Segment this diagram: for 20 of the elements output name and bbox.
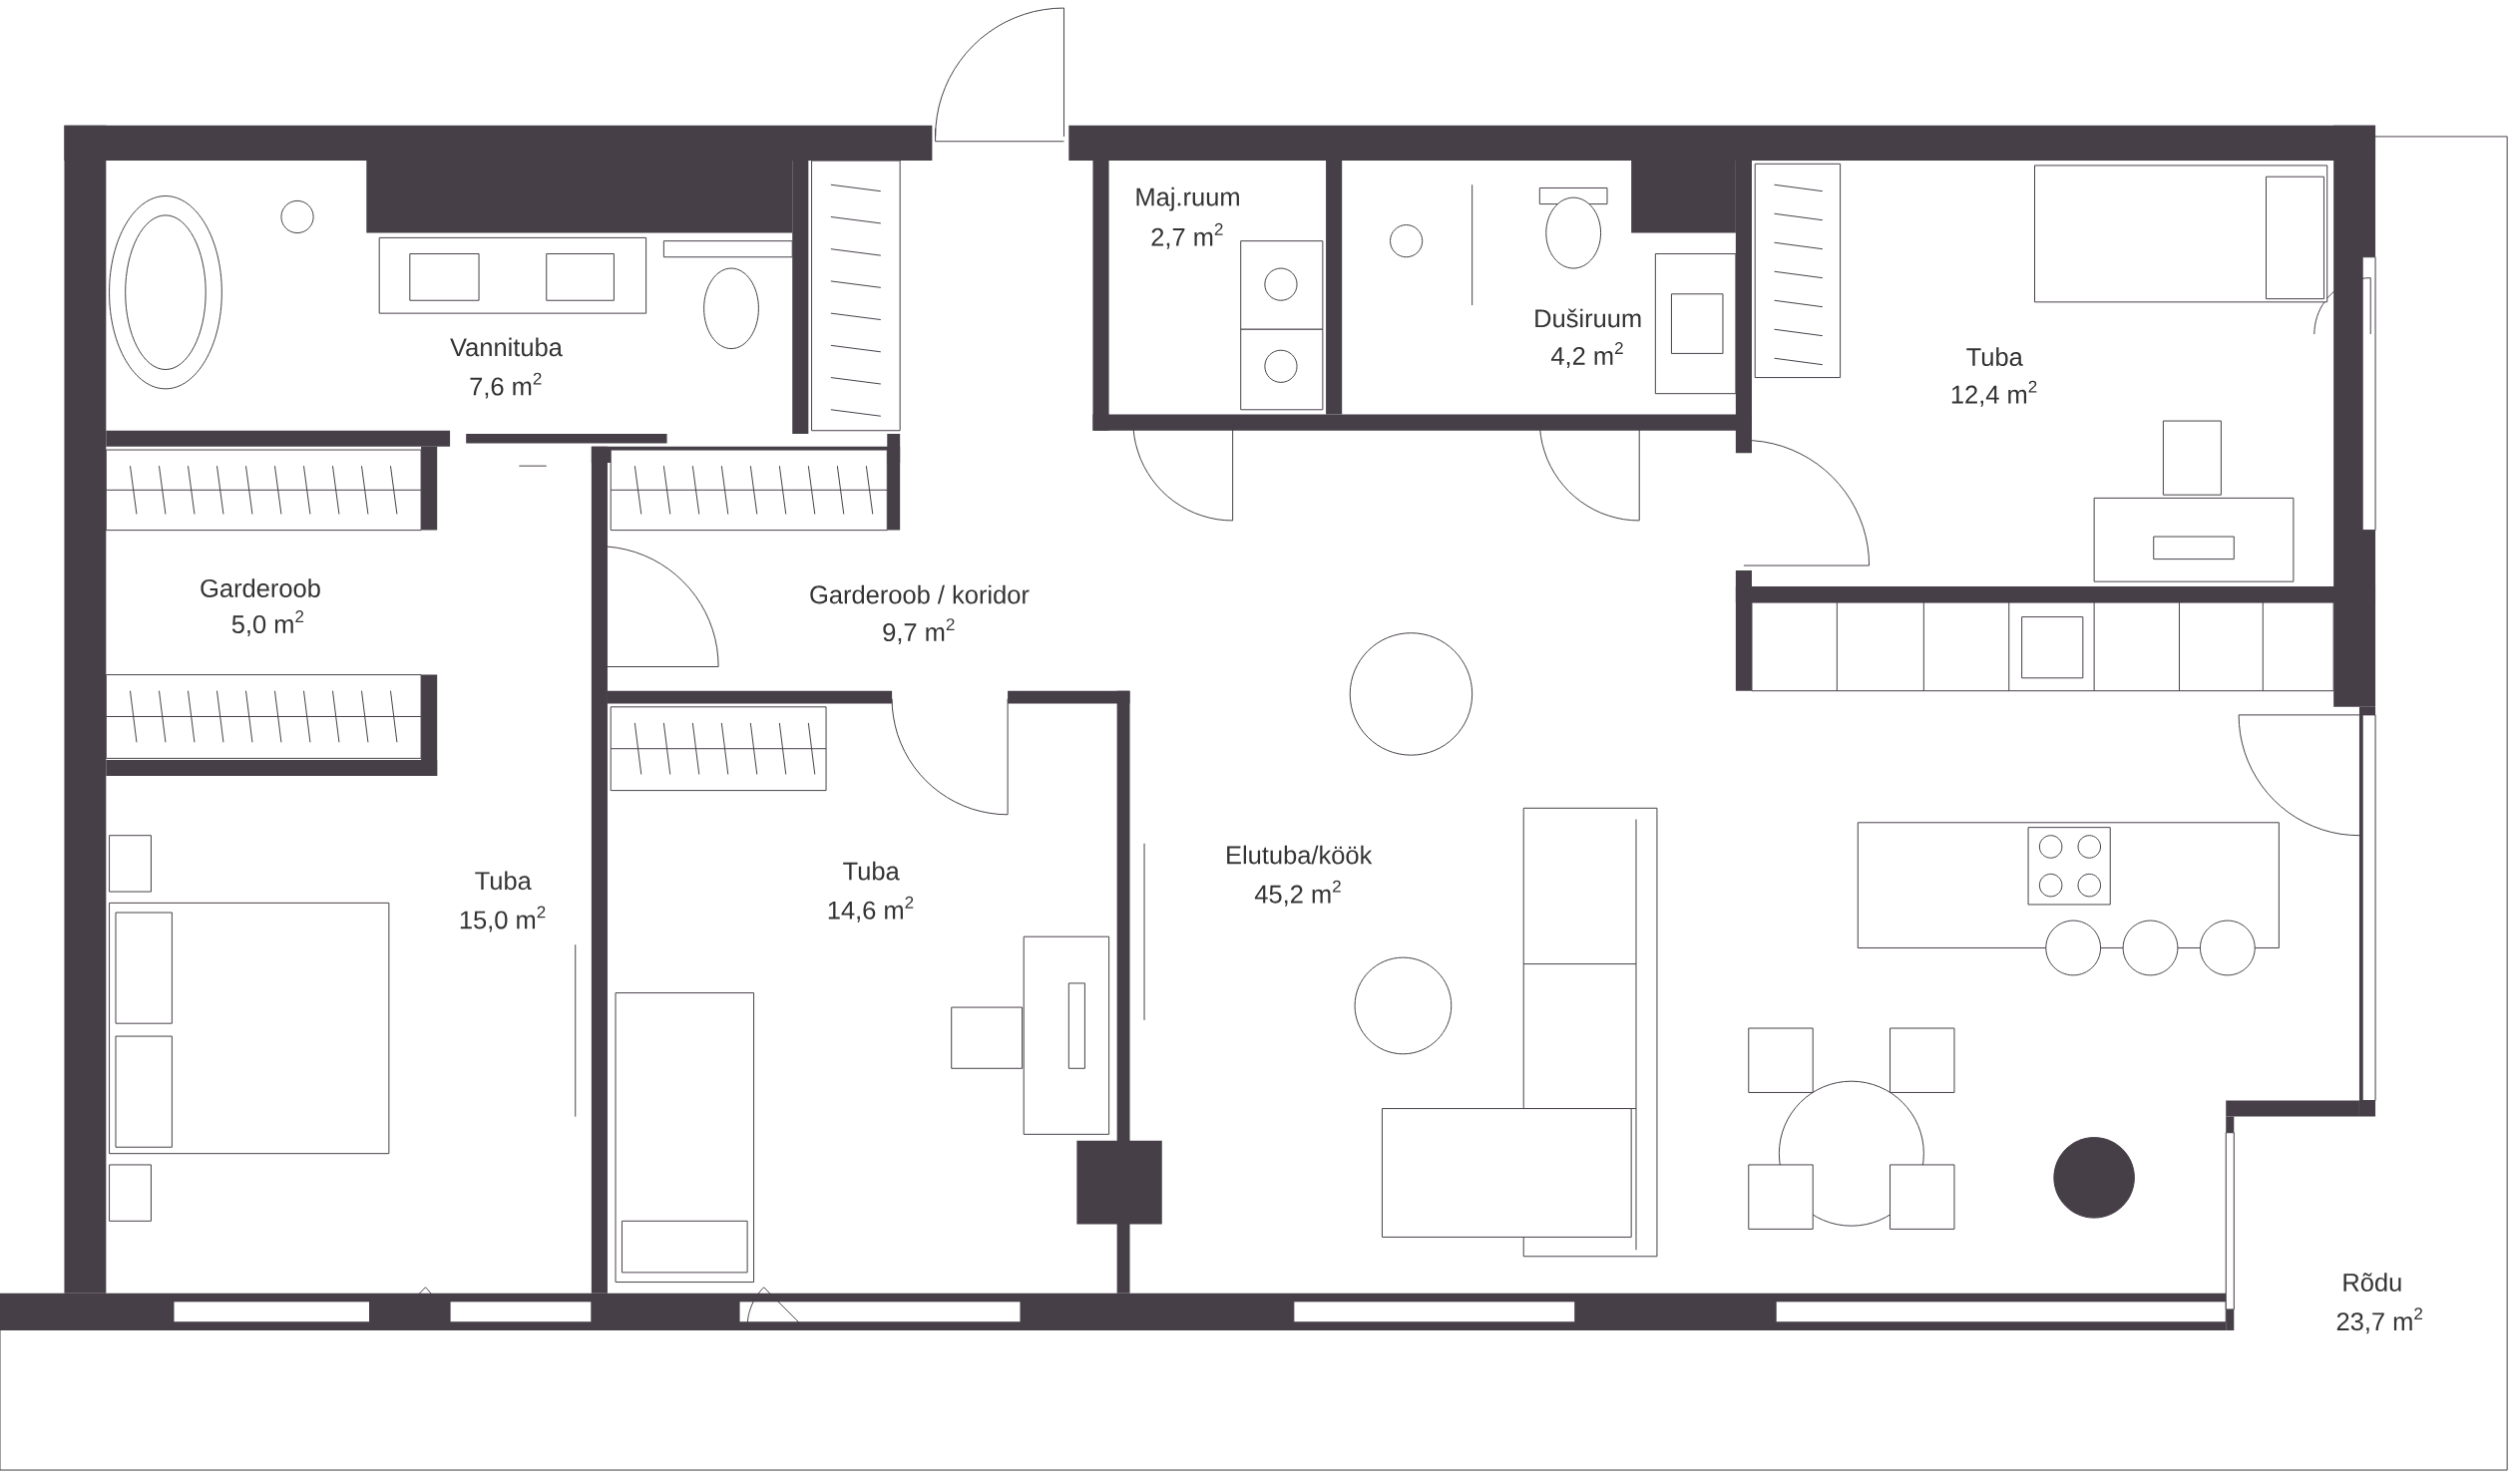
area-label: 12,4 m$^{2}$ bbox=[1951, 380, 2037, 407]
room-name: Tuba bbox=[1966, 347, 2023, 366]
area-label: 15,0 m$^{2}$ bbox=[460, 906, 546, 932]
room-name: Duširuum bbox=[1535, 308, 1641, 328]
room-name: Rõdu bbox=[2343, 1273, 2401, 1292]
room-name: Elutuba/köök bbox=[1227, 845, 1373, 865]
room-name: Vannituba bbox=[450, 337, 563, 357]
room-name: Tuba bbox=[843, 861, 900, 881]
area-label: 9,7 m$^{2}$ bbox=[883, 618, 955, 645]
area-label: 7,6 m$^{2}$ bbox=[470, 372, 542, 399]
room-name: Garderoob / koridor bbox=[810, 584, 1030, 604]
room-name: Tuba bbox=[475, 871, 532, 891]
room-name: Maj.ruum bbox=[1136, 186, 1239, 211]
area-label: 45,2 m$^{2}$ bbox=[1254, 880, 1341, 907]
area-label: 23,7 m$^{2}$ bbox=[2336, 1307, 2422, 1334]
room-name: Garderoob bbox=[201, 578, 320, 597]
area-label: 5,0 m$^{2}$ bbox=[231, 610, 304, 636]
area-label: 2,7 m$^{2}$ bbox=[1151, 222, 1223, 249]
area-label: 14,6 m$^{2}$ bbox=[828, 896, 914, 923]
area-label: 4,2 m$^{2}$ bbox=[1550, 342, 1623, 368]
